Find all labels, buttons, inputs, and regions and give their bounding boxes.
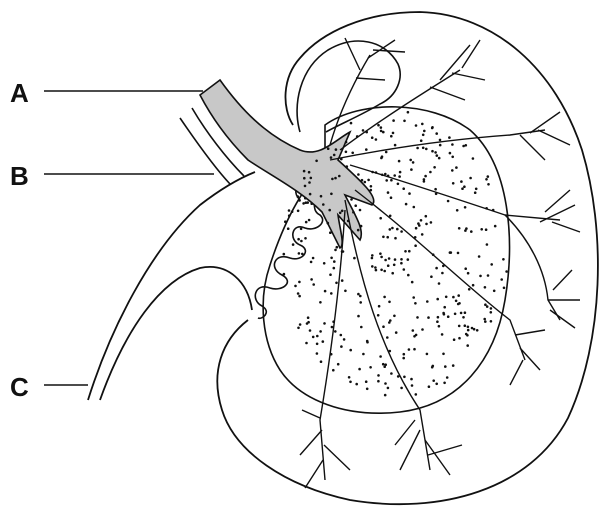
branching-vessels bbox=[300, 38, 580, 488]
renal-vessel-inner bbox=[100, 267, 252, 400]
label-c: C bbox=[10, 374, 29, 400]
label-a: A bbox=[10, 80, 29, 106]
label-b: B bbox=[10, 163, 29, 189]
renal-papillae bbox=[255, 186, 322, 318]
